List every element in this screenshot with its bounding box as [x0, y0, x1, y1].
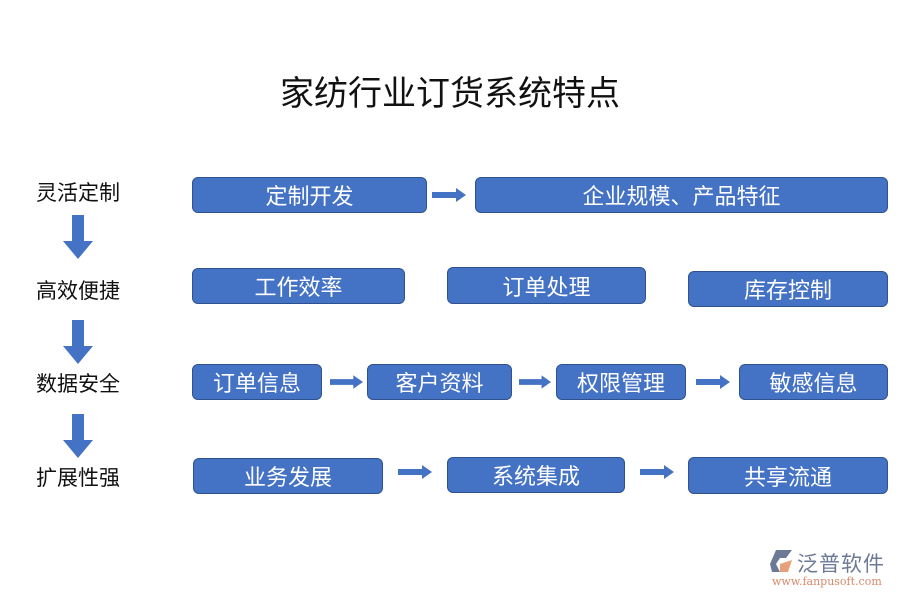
feature-box: 企业规模、产品特征 — [475, 177, 888, 213]
right-arrow-icon — [398, 465, 432, 479]
row-label: 扩展性强 — [36, 466, 120, 490]
right-arrow-icon — [330, 375, 363, 389]
feature-box: 共享流通 — [688, 457, 888, 494]
feature-box: 系统集成 — [447, 457, 625, 493]
row-label: 灵活定制 — [36, 181, 120, 205]
feature-box: 库存控制 — [688, 271, 888, 307]
right-arrow-icon — [640, 465, 674, 479]
feature-box: 敏感信息 — [739, 364, 888, 400]
down-arrow-icon — [63, 215, 93, 259]
feature-box: 工作效率 — [192, 268, 405, 304]
page-title: 家纺行业订货系统特点 — [280, 74, 620, 114]
feature-box: 业务发展 — [193, 458, 383, 494]
down-arrow-icon — [63, 414, 93, 458]
logo-url: www.fanpusoft.com — [772, 575, 882, 588]
right-arrow-icon — [696, 375, 730, 389]
feature-box: 订单信息 — [192, 364, 322, 400]
right-arrow-icon — [519, 375, 551, 389]
row-label: 高效便捷 — [36, 279, 120, 303]
feature-box: 客户资料 — [367, 364, 512, 400]
feature-box: 订单处理 — [447, 267, 646, 304]
down-arrow-icon — [63, 320, 93, 364]
logo-mark-icon — [770, 550, 792, 572]
row-label: 数据安全 — [36, 372, 120, 396]
feature-box: 定制开发 — [192, 177, 427, 213]
logo-name: 泛普软件 — [797, 552, 885, 576]
feature-box: 权限管理 — [556, 364, 686, 400]
right-arrow-icon — [432, 188, 466, 202]
